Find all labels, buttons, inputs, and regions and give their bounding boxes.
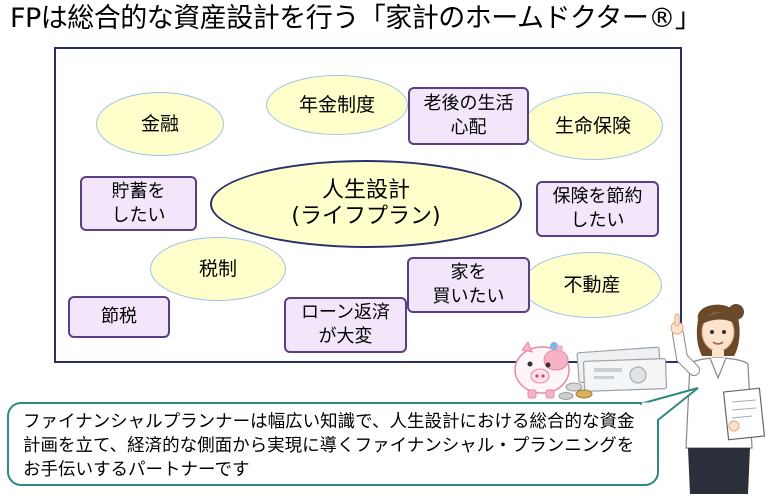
ellipse-life-insurance: 生命保険	[523, 92, 663, 160]
need-box-savings: 貯蓄を したい	[80, 176, 197, 231]
need-box-insurance-saving: 保険を節約 したい	[536, 181, 659, 237]
life-plan-sublabel: (ライフプラン)	[291, 204, 441, 229]
life-plan-label: 人生設計	[321, 178, 410, 203]
speech-bubble-text: ファイナンシャルプランナーは幅広い知識で、人生設計における総合的な資金計画を立て…	[23, 412, 635, 480]
advisor-woman-illustration	[670, 304, 766, 494]
ellipse-real-estate: 不動産	[522, 252, 662, 318]
ellipse-tax: 税制	[150, 237, 286, 301]
speech-bubble: ファイナンシャルプランナーは幅広い知識で、人生設計における総合的な資金計画を立て…	[7, 402, 659, 486]
piggy-bank-money-illustration	[514, 340, 668, 400]
coins-icon	[558, 382, 593, 400]
need-box-retirement: 老後の生活 心配	[408, 87, 529, 145]
ellipse-life-plan: 人生設計 (ライフプラン)	[210, 160, 522, 248]
ellipse-finance: 金融	[96, 92, 224, 156]
woman-icon	[670, 304, 766, 494]
need-box-buy-house: 家を 買いたい	[407, 257, 530, 313]
piggy-bank-icon	[514, 340, 570, 399]
need-box-loan: ローン返済 が大変	[284, 297, 407, 353]
need-box-tax-saving: 節税	[68, 296, 170, 338]
banknote-icon	[576, 346, 668, 392]
page-title: FPは総合的な資産設計を行う「家計のホームドクター®」	[10, 3, 702, 34]
ellipse-pension: 年金制度	[266, 75, 408, 135]
